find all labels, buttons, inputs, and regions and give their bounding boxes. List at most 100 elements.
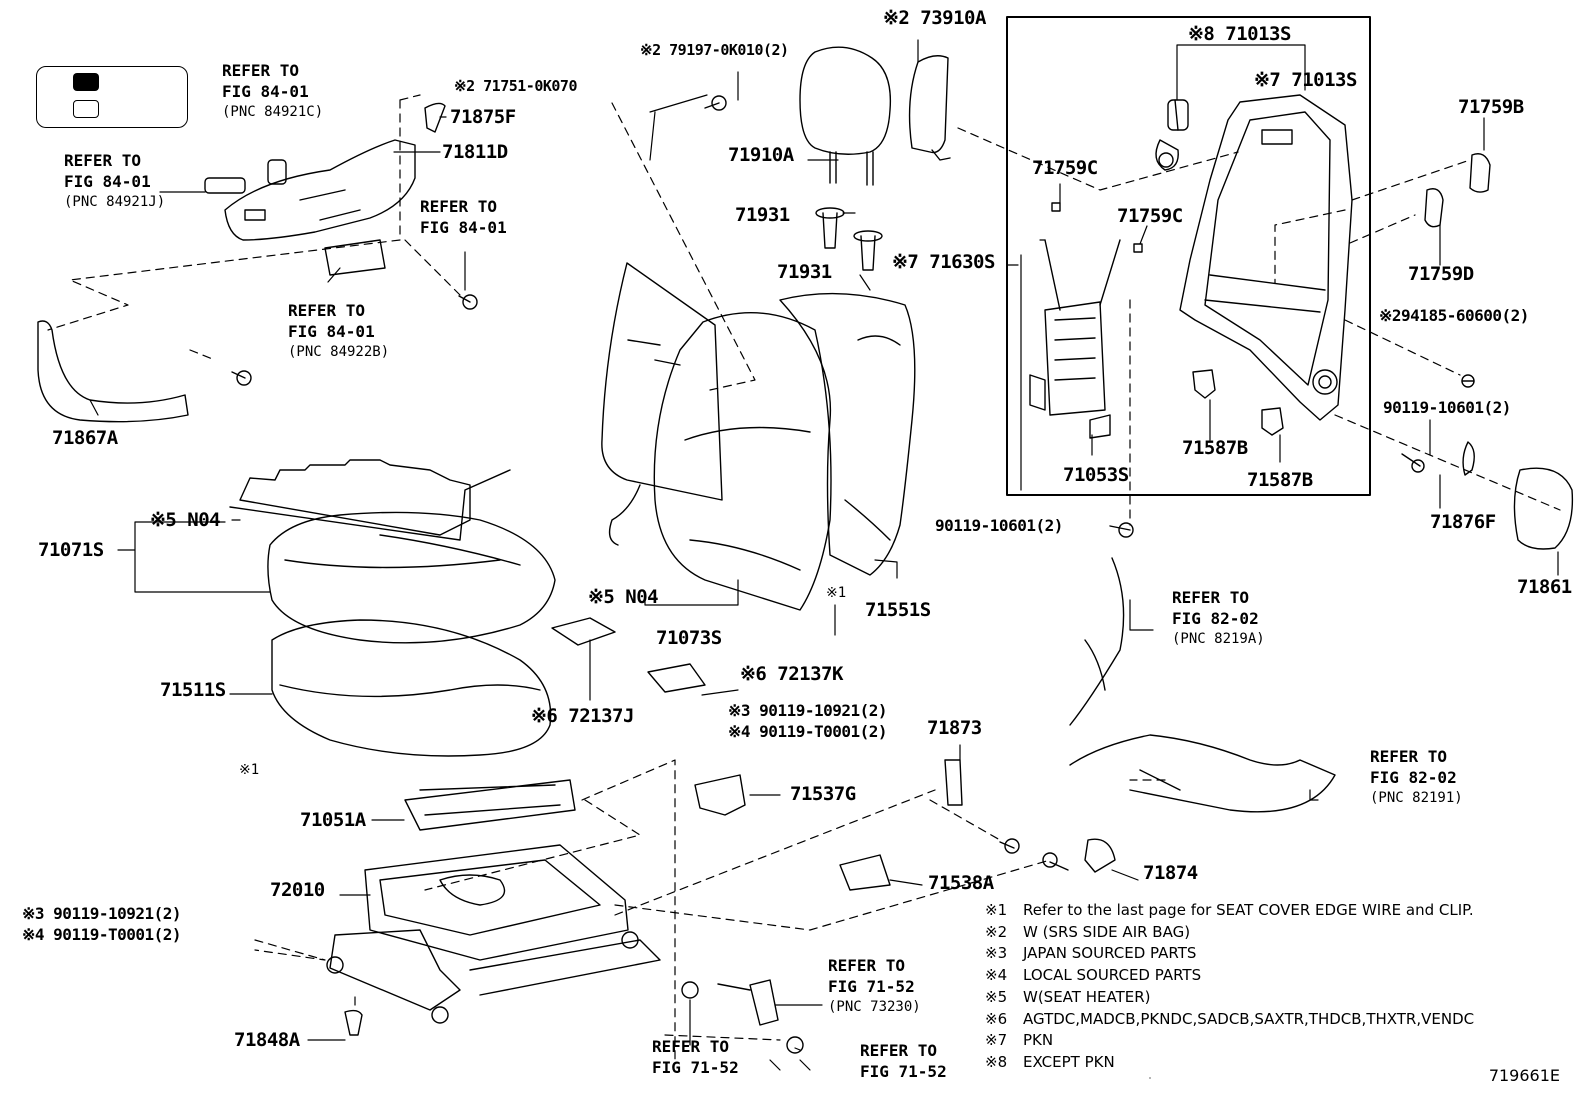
part-label[interactable]: ※5 N04 bbox=[150, 509, 221, 531]
part-label[interactable]: ※2 73910A bbox=[883, 7, 986, 29]
refer-to-callout[interactable]: REFER TO FIG 84-01 bbox=[420, 196, 507, 238]
part-label[interactable]: 90119-10601(2) bbox=[1383, 398, 1511, 417]
lumbar-motor-drawing bbox=[1155, 99, 1189, 171]
part-label[interactable]: 71874 bbox=[1143, 862, 1198, 884]
part-label[interactable]: 71876F bbox=[1430, 511, 1496, 533]
part-label[interactable]: ※5 N04 bbox=[588, 586, 659, 608]
part-label[interactable]: 71910A bbox=[728, 144, 794, 166]
refer-to-callout[interactable]: REFER TO FIG 71-52 bbox=[860, 1040, 947, 1082]
refer-to-callout[interactable]: REFER TO FIG 82-02 (PNC 82191) bbox=[1370, 746, 1463, 809]
bracket-72137k-drawing bbox=[647, 663, 706, 693]
refer-fig: FIG 84-01 bbox=[420, 218, 507, 237]
part-label[interactable]: ※4 90119-T0001(2) bbox=[22, 925, 182, 944]
refer-to-callout[interactable]: REFER TO FIG 71-52 (PNC 73230) bbox=[828, 955, 921, 1018]
part-label[interactable]: ※294185-60600(2) bbox=[1379, 306, 1529, 325]
refer-title: REFER TO bbox=[828, 956, 906, 975]
seatback-cover-drawing bbox=[779, 292, 916, 576]
refer-fig: FIG 82-02 bbox=[1172, 609, 1259, 628]
refer-title: REFER TO bbox=[222, 61, 300, 80]
part-label[interactable]: ※6 72137K bbox=[740, 663, 843, 685]
part-label[interactable]: 71053S bbox=[1063, 464, 1129, 486]
seat-heater-drawing bbox=[229, 459, 511, 541]
part-label[interactable]: 71537G bbox=[790, 783, 856, 805]
outer-shield-drawing bbox=[224, 139, 416, 241]
part-label[interactable]: ※3 90119-10921(2) bbox=[22, 904, 182, 923]
part-label[interactable]: ※4 90119-T0001(2) bbox=[728, 722, 888, 741]
part-label[interactable]: 71051A bbox=[300, 809, 366, 831]
refer-fig: FIG 84-01 bbox=[64, 172, 151, 191]
hook-71873-drawing bbox=[944, 759, 963, 806]
part-label[interactable]: 71759D bbox=[1408, 263, 1474, 285]
refer-fig: FIG 71-52 bbox=[828, 977, 915, 996]
cap-71759d bbox=[1424, 188, 1444, 228]
seatback-pad-drawing bbox=[653, 312, 832, 611]
harness-n04-back bbox=[608, 484, 641, 546]
switch-84921j bbox=[204, 177, 246, 194]
seat-adjuster-drawing bbox=[326, 844, 661, 1024]
switch-84922b bbox=[324, 239, 386, 276]
refer-to-callout[interactable]: REFER TO FIG 84-01 (PNC 84921J) bbox=[64, 150, 165, 213]
part-label[interactable]: 71759C bbox=[1032, 157, 1098, 179]
part-label[interactable]: 71587B bbox=[1182, 437, 1248, 459]
part-label[interactable]: ※7 71013S bbox=[1254, 69, 1357, 91]
part-label[interactable]: ※6 72137J bbox=[531, 705, 634, 727]
part-label[interactable]: 71811D bbox=[442, 141, 508, 163]
footnotes: ※1 Refer to the last page for SEAT COVER … bbox=[985, 900, 1474, 1074]
part-label[interactable]: 71759B bbox=[1458, 96, 1524, 118]
footnote-mark: ※1 bbox=[985, 901, 1008, 919]
footnote-mark: ※7 bbox=[985, 1031, 1008, 1050]
wire-harness-drawing bbox=[1069, 557, 1336, 813]
part-label[interactable]: 71073S bbox=[656, 627, 722, 649]
footnote-text: JAPAN SOURCED PARTS bbox=[1023, 944, 1197, 963]
footnote-row: ※1 Refer to the last page for SEAT COVER … bbox=[985, 900, 1474, 922]
refer-to-callout[interactable]: REFER TO FIG 71-52 bbox=[652, 1036, 739, 1078]
part-label[interactable]: 71931 bbox=[735, 204, 790, 226]
part-label[interactable]: 90119-10601(2) bbox=[935, 516, 1063, 535]
bolt-drawings bbox=[231, 95, 1475, 871]
part-label[interactable]: ※2 71751-0K070 bbox=[454, 77, 577, 95]
side-airbag-drawing bbox=[908, 55, 951, 161]
part-label[interactable]: 71759C bbox=[1117, 205, 1183, 227]
part-label[interactable]: 71867A bbox=[52, 427, 118, 449]
part-label[interactable]: 71551S bbox=[865, 599, 931, 621]
part-label[interactable]: 71875F bbox=[450, 106, 516, 128]
part-label[interactable]: 71511S bbox=[160, 679, 226, 701]
part-label[interactable]: 71848A bbox=[234, 1029, 300, 1051]
part-label[interactable]: 71587B bbox=[1247, 469, 1313, 491]
refer-fig: FIG 71-52 bbox=[860, 1062, 947, 1081]
refer-title: REFER TO bbox=[420, 197, 498, 216]
pin-71848a-drawing bbox=[344, 1009, 363, 1036]
part-label[interactable]: 71538A bbox=[928, 872, 994, 894]
refer-title: REFER TO bbox=[652, 1037, 730, 1056]
trim-71876f-drawing bbox=[1462, 441, 1475, 476]
refer-to-callout[interactable]: REFER TO FIG 82-02 (PNC 8219A) bbox=[1172, 587, 1265, 650]
footnote-text: Refer to the last page for SEAT COVER ED… bbox=[1023, 901, 1474, 919]
footnote-text: AGTDC,MADCB,PKNDC,SADCB,SAXTR,THDCB,THXT… bbox=[1023, 1009, 1475, 1028]
footnote-text: EXCEPT PKN bbox=[1023, 1052, 1115, 1071]
part-label[interactable]: ※8 71013S bbox=[1188, 23, 1291, 45]
front-cover-71867a-drawing bbox=[37, 320, 189, 423]
refer-title: REFER TO bbox=[64, 151, 142, 170]
buckle-drawing bbox=[717, 979, 779, 1026]
part-label[interactable]: ※3 90119-10921(2) bbox=[728, 701, 888, 720]
part-label[interactable]: 71931 bbox=[777, 261, 832, 283]
part-label[interactable]: 71071S bbox=[38, 539, 104, 561]
refer-to-callout[interactable]: REFER TO FIG 84-01 (PNC 84921C) bbox=[222, 60, 323, 123]
refer-pnc: (PNC 84921C) bbox=[222, 104, 324, 120]
part-label[interactable]: ※2 79197-0K010(2) bbox=[640, 41, 789, 59]
part-label[interactable]: 72010 bbox=[270, 879, 325, 901]
footnote-marker: ※1 bbox=[826, 585, 847, 601]
part-label[interactable]: 71861 bbox=[1517, 576, 1572, 598]
footnote-text: LOCAL SOURCED PARTS bbox=[1023, 966, 1202, 985]
headrest-guide-drawing bbox=[815, 207, 883, 271]
refer-to-callout[interactable]: REFER TO FIG 84-01 (PNC 84922B) bbox=[288, 300, 389, 363]
part-label[interactable]: ※7 71630S bbox=[892, 251, 995, 273]
seatback-frame-subassembly-box bbox=[1006, 16, 1371, 496]
part-label[interactable]: 71873 bbox=[927, 717, 982, 739]
refer-title: REFER TO bbox=[1370, 747, 1448, 766]
refer-pnc: (PNC 84922B) bbox=[288, 344, 390, 360]
leader-lines bbox=[89, 39, 1559, 1079]
